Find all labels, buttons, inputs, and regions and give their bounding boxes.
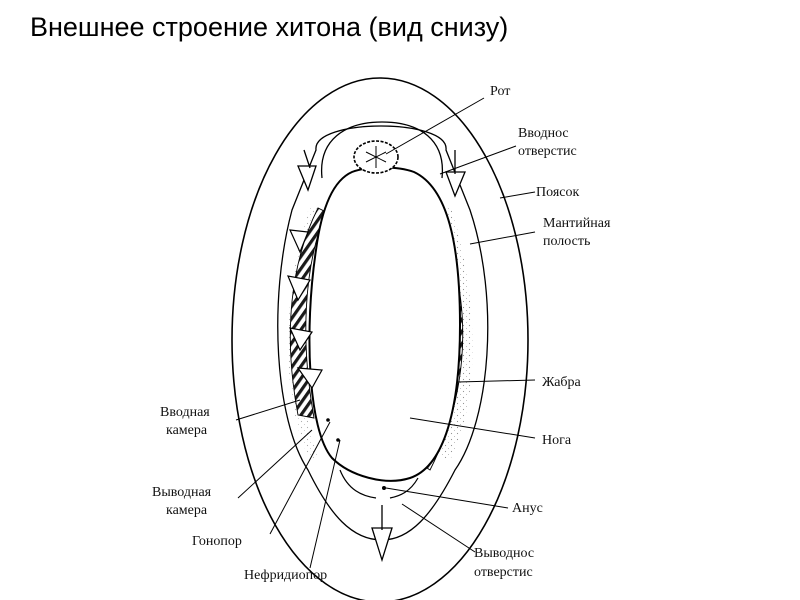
- label-gonopore: Гонопор: [192, 534, 242, 549]
- foot-outline: [308, 166, 462, 482]
- leader-mouth: [385, 97, 485, 155]
- gill-arrow-3: [288, 327, 314, 352]
- diagram-title: Внешнее строение хитона (вид снизу): [30, 12, 509, 42]
- leader-in-chamber: [235, 399, 301, 421]
- label-in-chamber-line1: Вводная: [160, 405, 210, 420]
- mantle-groove-shading: [438, 205, 473, 460]
- label-outlet-line2: отверстис: [474, 565, 533, 580]
- leader-mantle: [469, 231, 536, 245]
- label-out-chamber-line2: камера: [166, 503, 208, 518]
- gill-arrow-2: [287, 275, 311, 302]
- leader-lines: [235, 97, 536, 569]
- outflow-arrow: [371, 505, 393, 563]
- label-inlet-line1: Вводнос: [518, 126, 569, 141]
- label-mouth: Рот: [490, 84, 510, 99]
- label-gill: Жабра: [542, 375, 582, 390]
- leader-out-chamber: [237, 429, 313, 499]
- outflow-arrow-right-curve: [389, 477, 419, 499]
- mouth-star: [365, 146, 387, 168]
- leader-nephridiopore: [309, 439, 341, 569]
- label-inlet-line2: отверстис: [518, 144, 577, 159]
- outflow-arrow-left-curve: [339, 469, 377, 499]
- leader-inlet: [439, 145, 517, 175]
- label-in-chamber-line2: камера: [166, 423, 208, 438]
- leader-outlet: [401, 503, 476, 553]
- anus-dot: [382, 486, 386, 490]
- gill-left: [289, 207, 327, 419]
- label-nephridiopore: Нефридиопор: [244, 568, 327, 583]
- gill-arrow-1: [289, 229, 309, 254]
- leader-gonopore: [269, 421, 331, 535]
- label-mantle-line1: Мантийная: [543, 216, 611, 231]
- gonopore-dot: [326, 418, 330, 422]
- leader-gill: [457, 379, 536, 383]
- leader-foot: [409, 417, 536, 439]
- leader-anus: [385, 487, 509, 509]
- inflow-arrow-left: [297, 149, 317, 192]
- label-outlet-line1: Выводнос: [474, 546, 534, 561]
- label-mantle-line2: полость: [543, 234, 590, 249]
- leader-girdle: [499, 191, 536, 199]
- label-out-chamber-line1: Выводная: [152, 485, 212, 500]
- gill-arrow-4: [296, 367, 323, 390]
- label-girdle: Поясок: [536, 185, 579, 200]
- nephridiopore-dot: [336, 438, 340, 442]
- label-foot: Нога: [542, 433, 572, 448]
- label-anus: Анус: [512, 501, 543, 516]
- head-outline: [321, 121, 444, 179]
- inflow-arrow-right: [445, 150, 466, 198]
